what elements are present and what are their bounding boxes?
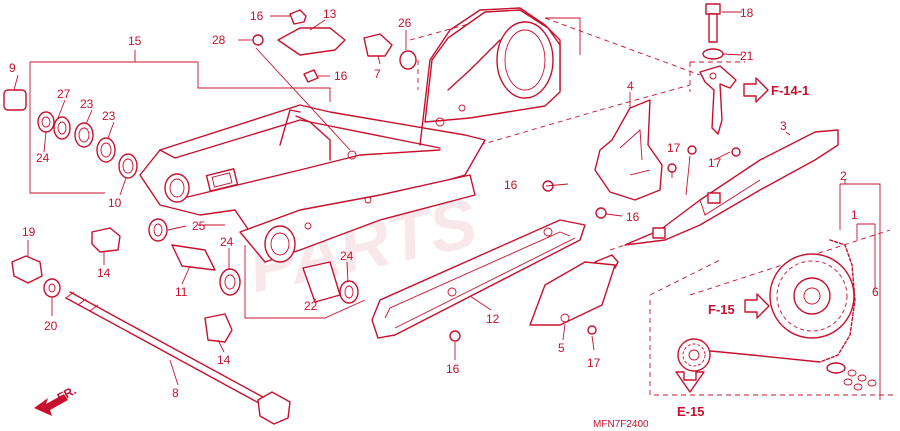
callout-17a: 17	[667, 141, 681, 155]
drive-chain-cover	[624, 19, 839, 246]
callout-14b: 14	[217, 353, 231, 367]
callout-23b: 23	[102, 109, 116, 123]
callout-24b: 24	[220, 235, 234, 249]
reference-f-15: F-15	[708, 302, 735, 317]
callout-23a: 23	[80, 97, 94, 111]
reference-e-15: E-15	[677, 404, 704, 419]
callout-14a: 14	[97, 266, 111, 280]
bearing-stack	[3, 89, 359, 343]
callout-17b: 17	[708, 156, 722, 170]
reference-arrows	[675, 77, 770, 393]
callout-4: 4	[627, 79, 634, 93]
upper-cover	[424, 9, 561, 127]
callout-2: 2	[840, 169, 847, 183]
callout-27: 27	[57, 87, 71, 101]
front-direction-arrow: FR.	[34, 383, 78, 416]
dashed-guides	[409, 9, 895, 396]
top-hardware	[252, 9, 417, 151]
chain-guard	[371, 219, 586, 339]
callout-12: 12	[486, 312, 500, 326]
callout-leaders	[13, 11, 846, 386]
callout-numbers: 1 2 3 4 5 6 7 8 9 10 11 12 13 14 14 15 1…	[9, 6, 879, 400]
callout-7: 7	[374, 67, 381, 81]
callout-13: 13	[323, 7, 337, 21]
pivot-axle	[11, 255, 291, 425]
bolt-and-washer	[699, 3, 737, 135]
swingarm	[139, 7, 561, 263]
chain-slider	[529, 254, 619, 326]
callout-20: 20	[44, 319, 58, 333]
callout-3: 3	[780, 119, 787, 133]
callout-16c: 16	[504, 178, 518, 192]
callout-1: 1	[851, 208, 858, 222]
callout-8: 8	[172, 386, 179, 400]
callout-16a: 16	[250, 9, 264, 23]
callout-24c: 24	[340, 249, 354, 263]
chain-joint-parts	[826, 362, 877, 391]
reference-f-14-1: F-14-1	[771, 83, 809, 98]
callout-16e: 16	[446, 362, 460, 376]
callout-15: 15	[128, 34, 142, 48]
callout-24a: 24	[36, 151, 50, 165]
mounting-bracket	[594, 99, 663, 201]
callout-16b: 16	[334, 69, 348, 83]
callout-9: 9	[9, 61, 16, 75]
callout-18: 18	[740, 6, 754, 20]
section-references: F-14-1 F-15 E-15	[677, 83, 809, 419]
assembly-brackets	[29, 17, 881, 400]
small-bolts	[449, 145, 741, 342]
sprocket-and-chain	[677, 239, 877, 391]
callout-21: 21	[740, 49, 754, 63]
callout-5: 5	[558, 341, 565, 355]
callout-22: 22	[304, 299, 318, 313]
callout-6: 6	[872, 285, 879, 299]
callout-19: 19	[22, 225, 36, 239]
callout-26: 26	[398, 16, 412, 30]
diagram-code: MFN7F2400	[593, 419, 649, 430]
callout-16d: 16	[626, 210, 640, 224]
callout-17c: 17	[587, 356, 601, 370]
callout-11: 11	[175, 285, 188, 299]
callout-10: 10	[108, 196, 122, 210]
callout-25: 25	[192, 219, 206, 233]
callout-28: 28	[212, 33, 226, 47]
